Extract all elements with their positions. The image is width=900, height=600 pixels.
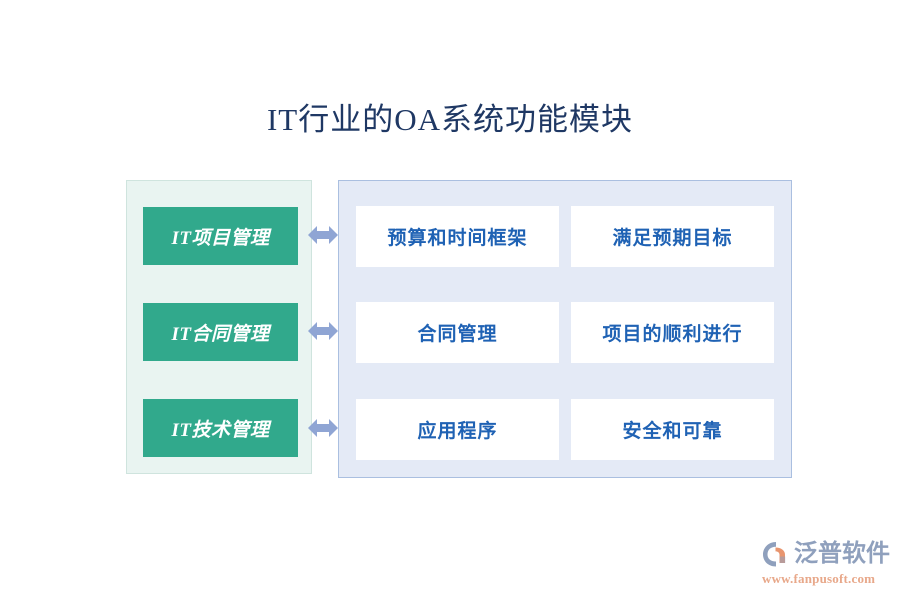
category-card-it-project-management[interactable]: IT项目管理 <box>143 207 298 265</box>
detail-card-label: 满足预期目标 <box>612 228 733 249</box>
watermark-brand-row: 泛普软件 <box>762 538 892 570</box>
double-arrow-horizontal-icon <box>308 417 338 439</box>
double-arrow-horizontal-icon <box>308 224 338 246</box>
detail-card-label: 项目的顺利进行 <box>602 324 743 345</box>
category-card-it-contract-management[interactable]: IT合同管理 <box>143 303 298 361</box>
watermark-url: www.fanpusoft.com <box>762 571 876 586</box>
double-arrow-horizontal-icon <box>308 320 338 342</box>
watermark-brand-name: 泛普软件 <box>794 540 890 567</box>
detail-card-secure-and-reliable[interactable]: 安全和可靠 <box>571 399 774 460</box>
category-card-label: IT合同管理 <box>171 323 270 345</box>
fanpusoft-logo-icon <box>762 539 792 569</box>
detail-card-budget-timeframe[interactable]: 预算和时间框架 <box>356 206 559 267</box>
category-card-label: IT项目管理 <box>171 227 270 249</box>
detail-card-label: 合同管理 <box>417 324 498 345</box>
category-card-label: IT技术管理 <box>171 419 270 441</box>
detail-card-label: 安全和可靠 <box>622 421 723 442</box>
detail-card-label: 应用程序 <box>417 421 498 442</box>
left-category-panel: IT项目管理 IT合同管理 IT技术管理 <box>126 180 312 474</box>
right-detail-panel: 预算和时间框架 满足预期目标 合同管理 项目的顺利进行 应用程序 安全和可靠 <box>338 180 792 478</box>
detail-card-smooth-project-progress[interactable]: 项目的顺利进行 <box>571 302 774 363</box>
detail-card-label: 预算和时间框架 <box>387 228 528 249</box>
detail-card-application-program[interactable]: 应用程序 <box>356 399 559 460</box>
page-title: IT行业的OA系统功能模块 <box>266 102 634 137</box>
watermark-logo: 泛普软件 www.fanpusoft.com <box>762 538 892 586</box>
detail-card-meet-expected-goals[interactable]: 满足预期目标 <box>571 206 774 267</box>
detail-card-contract-management[interactable]: 合同管理 <box>356 302 559 363</box>
category-card-it-technology-management[interactable]: IT技术管理 <box>143 399 298 457</box>
